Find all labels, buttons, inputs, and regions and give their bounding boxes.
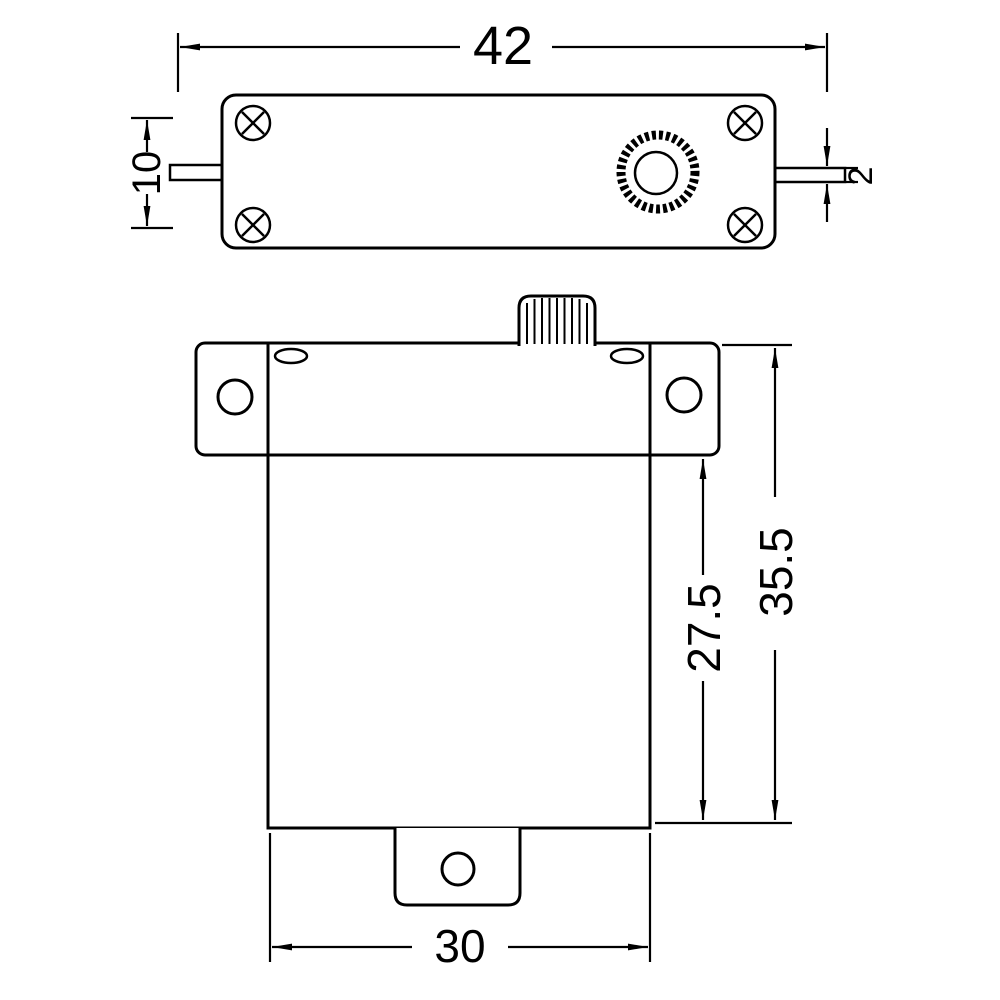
screw-cross-line — [733, 111, 757, 135]
top-view-case-body — [220, 93, 777, 250]
screw-top-left-head — [234, 104, 272, 142]
bottom-mounting-tab — [393, 828, 522, 907]
knurl-teeth-ring — [616, 130, 700, 214]
screw-bottom-right-head — [726, 206, 764, 244]
dimension-left-end-height: 10 — [125, 116, 173, 230]
dimension-value-overall-height: 35.5 — [750, 527, 802, 617]
screw-bottom-left-head — [234, 206, 272, 244]
dimension-value-left-end-height: 10 — [125, 151, 169, 196]
spline-teeth — [526, 298, 588, 344]
screw-cross-line — [733, 213, 757, 237]
top-slot-left — [273, 347, 309, 365]
dimension-value-shaft-thickness: 2 — [842, 167, 880, 186]
top-view-dimensions: 42 10 2 — [125, 16, 880, 230]
dimension-body-width: 30 — [268, 833, 652, 972]
screw-top-right-head — [726, 104, 764, 142]
screw-top-left — [234, 104, 272, 142]
splined-output-shaft — [517, 294, 597, 346]
side-view-dimensions: 27.5 35.5 30 — [268, 343, 802, 972]
dimension-value-body-height: 27.5 — [678, 583, 730, 673]
mounting-hole-left — [216, 378, 254, 416]
bottom-tab-outline — [393, 828, 522, 907]
screw-bottom-left — [234, 206, 272, 244]
screw-top-right — [726, 104, 764, 142]
top-slot-right — [609, 347, 645, 365]
side-view — [194, 294, 721, 907]
dimension-value-body-width: 30 — [434, 920, 485, 972]
dimension-overall-height: 35.5 — [750, 348, 802, 820]
knurled-output-gear — [616, 130, 700, 214]
dimension-overall-width: 42 — [176, 16, 829, 92]
screw-cross-line — [241, 213, 265, 237]
top-view — [168, 93, 847, 250]
screw-bottom-right — [726, 206, 764, 244]
mounting-hole-right — [665, 376, 703, 414]
bottom-tab-hole — [440, 851, 476, 887]
output-gear-center — [633, 150, 679, 196]
dimension-shaft-thickness: 2 — [823, 128, 880, 222]
screw-cross-line — [241, 111, 265, 135]
dimension-body-height: 27.5 — [678, 459, 730, 820]
dimension-value-overall-width: 42 — [473, 16, 533, 76]
